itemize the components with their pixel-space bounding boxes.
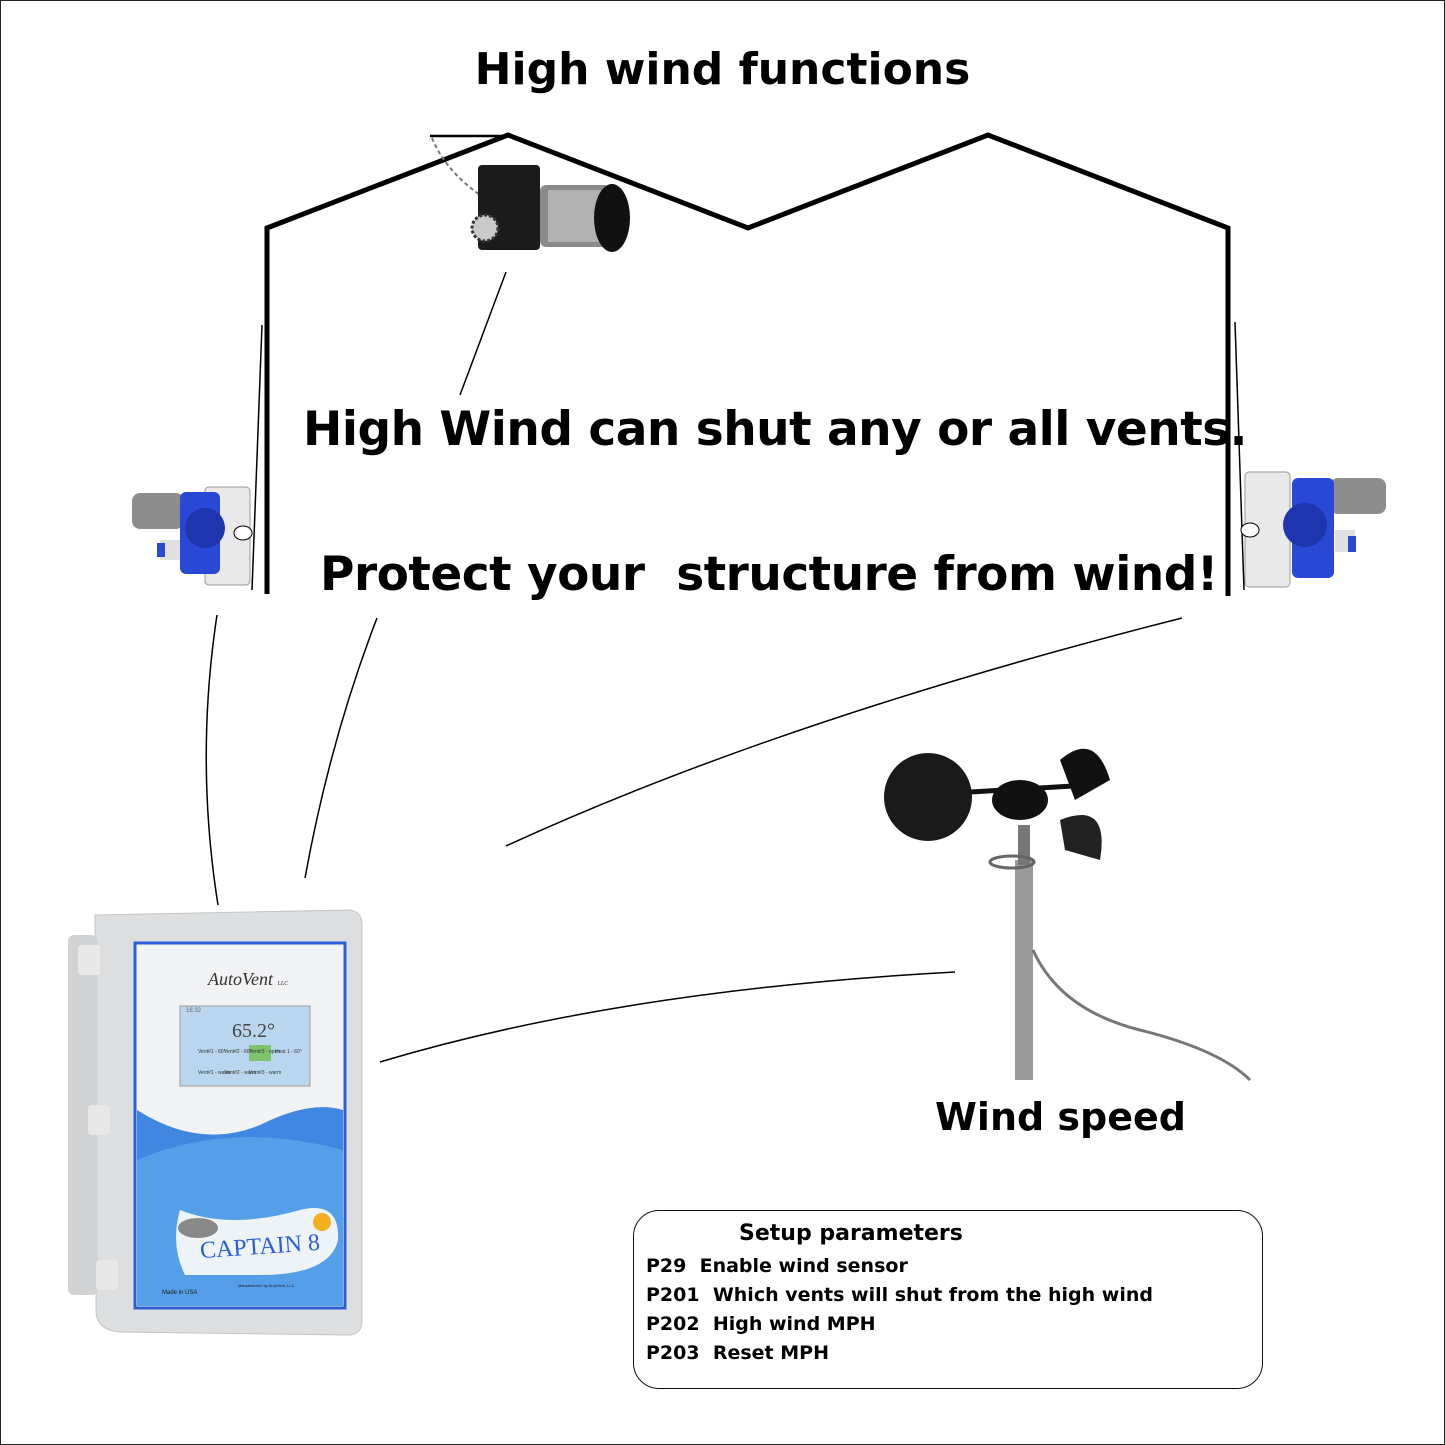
param-code: P201 [646,1284,700,1306]
param-row: P29 Enable wind sensor [646,1255,908,1277]
controller-made-in: Made in USA [162,1290,198,1296]
controller-tile-1: Vent#1 - 60° [198,1049,226,1055]
left-vent-curtain [251,324,263,591]
controller-tile-4: Heat 1 - 60° [275,1049,302,1055]
anemometer-icon [884,748,1252,1082]
controller-manufacturer: Manufactured by AutoVent, LLC [238,1283,295,1288]
controller-tile-2: Vent#2 - 60° [224,1049,252,1055]
param-text: Enable wind sensor [699,1255,908,1277]
setup-parameters-box: Setup parameters P29 Enable wind sensor … [633,1210,1263,1389]
wire-ridge-motor [459,271,507,396]
controller-tile-3: Vent#3 - open [249,1049,281,1055]
brand-suffix: LLC [277,981,289,987]
param-code: P203 [646,1342,700,1364]
param-row: P203 Reset MPH [646,1342,829,1364]
ridge-gear-motor-icon [470,165,630,252]
controller-temperature: 65.2° [232,1020,275,1042]
diagram-title: High wind functions [474,44,971,95]
param-row: P201 Which vents will shut from the high… [646,1284,1153,1306]
left-vent-motor-icon [132,486,253,586]
param-text: Reset MPH [712,1342,829,1364]
ridge-vent-arc [431,137,481,196]
param-row: P202 High wind MPH [646,1313,876,1335]
right-vent-motor-icon [1240,471,1386,588]
wind-speed-label: Wind speed [935,1095,1186,1139]
headline: High Wind can shut any or all vents. [303,402,1248,457]
brand-name: AutoVent [208,969,273,989]
wire-wind-sensor [379,971,956,1063]
greenhouse-outline [264,132,1231,596]
wire-right-motor [505,617,1183,847]
controller-clock: 16:32 [186,1008,202,1014]
subheadline: Protect your structure from wind! [320,547,1218,602]
controller-tile-5: Vent#1 - warm [198,1070,231,1076]
setup-heading: Setup parameters [739,1221,963,1246]
param-text: Which vents will shut from the high wind [712,1284,1153,1306]
param-text: High wind MPH [712,1313,876,1335]
param-code: P29 [646,1255,687,1277]
param-code: P202 [646,1313,700,1335]
right-vent-curtain [1234,321,1245,591]
controller-brand: AutoVent LLC [208,969,288,990]
controller-enclosure [68,909,363,1336]
wire-center [304,617,378,879]
wire-left-motor [205,614,219,906]
controller-tile-7: Vent#3 - warm [249,1070,282,1076]
controller-tile-6: Vent#2 - warm [224,1070,257,1076]
